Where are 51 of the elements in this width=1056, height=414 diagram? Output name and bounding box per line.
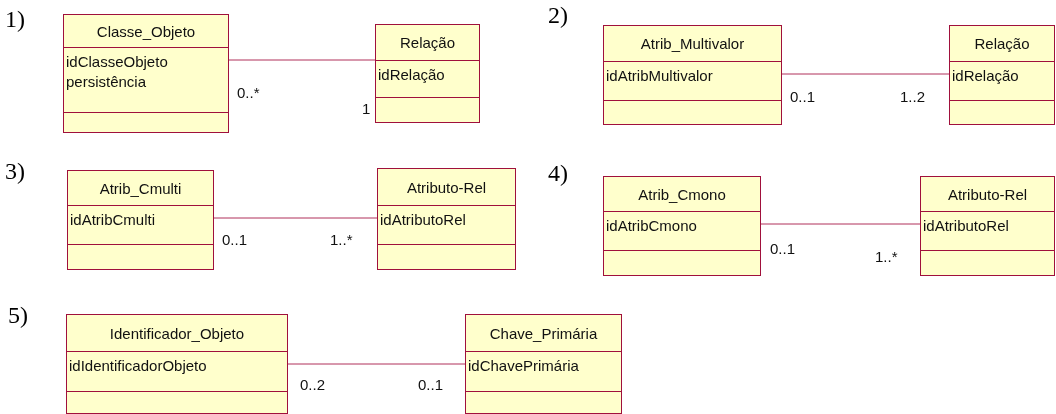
association-line [287, 363, 466, 365]
class-name: Atrib_Cmono [638, 185, 726, 203]
class-name: Chave_Primária [489, 324, 598, 342]
association-line [760, 223, 921, 225]
attribute-name: idRelação [952, 66, 1019, 86]
multiplicity-label: 1..* [875, 248, 898, 265]
multiplicity-label: 0..1 [790, 88, 816, 105]
class-box [949, 25, 1055, 125]
class-name: Identificador_Objeto [109, 324, 245, 342]
class-box [375, 24, 480, 123]
class-box [465, 314, 622, 414]
multiplicity-label: 0..* [237, 84, 260, 101]
class-name: Atributo-Rel [406, 178, 487, 196]
class-box [377, 168, 516, 270]
multiplicity-label: 0..2 [300, 376, 326, 393]
attribute-name: idAtributoRel [380, 210, 466, 230]
class-name: Atributo-Rel [947, 185, 1028, 203]
attribute-name: idIdentificadorObjeto [69, 356, 207, 376]
class-name: Atrib_Cmulti [99, 179, 182, 197]
attribute-name: idChavePrimária [468, 356, 579, 376]
multiplicity-label: 0..1 [770, 240, 796, 257]
diagram-number: 4) [548, 160, 568, 187]
multiplicity-label: 0..1 [222, 231, 248, 248]
diagram-number: 2) [548, 2, 568, 29]
attribute-name: idAtribCmulti [70, 210, 156, 230]
class-box [603, 25, 782, 125]
attribute-name: idAtributoRel [923, 216, 1009, 236]
association-line [213, 217, 378, 219]
class-name: Atrib_Multivalor [640, 35, 745, 52]
diagram-number: 3) [5, 158, 25, 185]
class-box [920, 176, 1055, 276]
multiplicity-label: 1..* [330, 231, 353, 248]
multiplicity-label: 1..2 [900, 88, 926, 105]
class-name: Classe_Objeto [96, 22, 196, 40]
class-box [603, 176, 761, 276]
class-name: Relação [399, 34, 455, 51]
attribute-name: idClasseObjeto [66, 52, 168, 72]
association-line [228, 59, 376, 61]
diagram-number: 5) [8, 302, 28, 329]
association-line [781, 73, 950, 75]
attribute-name: idAtribCmono [606, 216, 697, 236]
multiplicity-label: 1 [362, 100, 371, 117]
attribute-name: idRelação [378, 65, 445, 85]
attribute-name: persistência [66, 72, 147, 92]
class-box [66, 314, 288, 414]
diagram-number: 1) [5, 6, 25, 33]
attribute-name: idAtribMultivalor [606, 66, 713, 86]
class-box [67, 170, 214, 270]
class-box [63, 14, 229, 133]
class-name: Relação [974, 35, 1030, 52]
multiplicity-label: 0..1 [418, 376, 444, 393]
